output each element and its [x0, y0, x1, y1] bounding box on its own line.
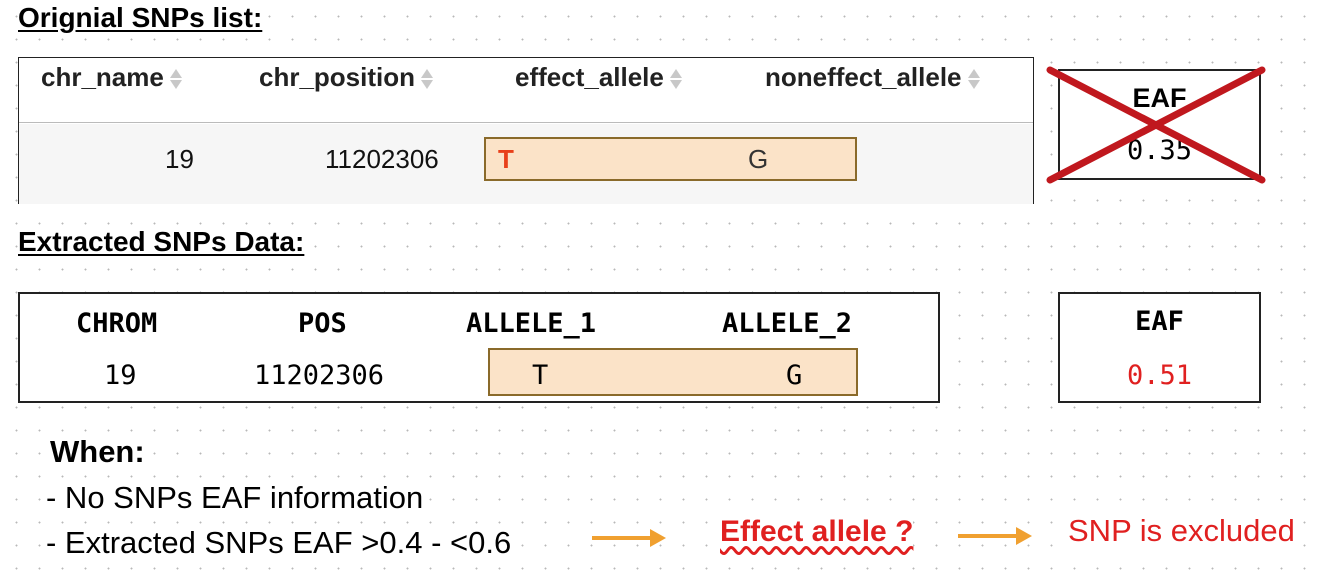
sort-icon[interactable] — [669, 66, 682, 92]
effect-allele-question: Effect allele ? — [720, 515, 914, 549]
original-snps-table: chr_name chr_position effect_allele none… — [18, 57, 1034, 204]
extracted-eaf-box: EAF 0.51 — [1058, 292, 1261, 403]
cell-allele-2: G — [786, 360, 803, 391]
sort-icon[interactable] — [421, 66, 434, 92]
original-eaf-label: EAF — [1132, 83, 1187, 113]
column-header-pos: POS — [298, 308, 347, 339]
extracted-data-heading: Extracted SNPs Data: — [18, 226, 305, 258]
column-header-chr-position[interactable]: chr_position — [259, 62, 434, 93]
condition-item: - Extracted SNPs EAF >0.4 - <0.6 — [46, 525, 512, 561]
extracted-eaf-label: EAF — [1135, 306, 1184, 337]
allele-highlight-box: T G — [488, 348, 858, 396]
column-header-noneffect-allele[interactable]: noneffect_allele — [765, 62, 980, 93]
cell-chr-name: 19 — [165, 144, 194, 174]
cell-chrom: 19 — [104, 360, 137, 391]
arrow-icon — [958, 527, 1032, 545]
snp-excluded-result: SNP is excluded — [1068, 513, 1295, 549]
allele-highlight-box: T G — [484, 137, 857, 181]
column-header-allele-2: ALLELE_2 — [722, 308, 853, 339]
original-list-heading: Orignial SNPs list: — [18, 2, 263, 34]
cell-chr-position: 11202306 — [325, 144, 439, 174]
column-header-effect-allele[interactable]: effect_allele — [515, 62, 682, 93]
extracted-eaf-value: 0.51 — [1126, 360, 1193, 391]
column-header-chr-name[interactable]: chr_name — [41, 62, 182, 93]
column-header-chrom: CHROM — [76, 308, 158, 339]
cell-allele-1: T — [532, 360, 549, 391]
column-header-allele-1: ALLELE_1 — [466, 308, 597, 339]
sort-icon[interactable] — [967, 66, 980, 92]
extracted-snps-table: CHROM POS ALLELE_1 ALLELE_2 19 11202306 … — [18, 292, 940, 403]
arrow-icon — [592, 529, 666, 547]
cell-effect-allele: T — [498, 144, 514, 174]
cross-out-icon — [1046, 66, 1266, 184]
when-heading: When: — [50, 434, 145, 470]
cell-pos: 11202306 — [254, 360, 385, 391]
condition-item: - No SNPs EAF information — [46, 480, 424, 516]
header-divider — [19, 122, 1033, 123]
sort-icon[interactable] — [169, 66, 182, 92]
cell-noneffect-allele: G — [748, 144, 769, 174]
